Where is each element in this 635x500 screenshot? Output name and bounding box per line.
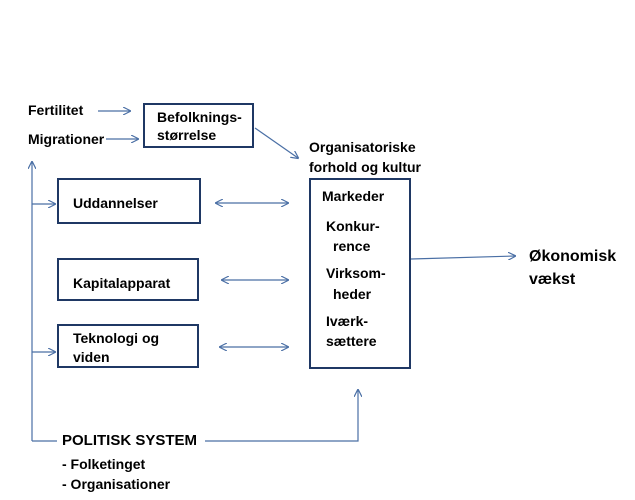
- politics-item-organisations: - Organisationer: [62, 476, 171, 492]
- technology-label-line1: Teknologi og: [73, 330, 160, 346]
- education-box: Uddannelser: [57, 178, 201, 224]
- growth-label-line1: Økonomisk: [529, 248, 617, 265]
- arrow-population-org: [254, 127, 298, 158]
- capital-label: Kapitalapparat: [73, 275, 171, 291]
- migration-label: Migrationer: [28, 131, 105, 147]
- arrow-org-growth: [410, 256, 515, 259]
- politics-item-parliament: - Folketinget: [62, 456, 146, 472]
- education-label: Uddannelser: [73, 195, 158, 211]
- org-box: Markeder Konkur- rence Virksom- heder Iv…: [309, 178, 411, 369]
- politics-title: POLITISK SYSTEM: [62, 432, 198, 449]
- org-item-markets: Markeder: [322, 188, 385, 204]
- growth-label-line2: vækst: [529, 271, 576, 288]
- org-item-entrepreneurs-line1: Iværk-: [326, 313, 369, 329]
- org-item-companies-line2: heder: [333, 286, 372, 302]
- org-item-entrepreneurs-line2: sættere: [326, 333, 377, 349]
- arrow-politics-org: [205, 390, 358, 442]
- population-box: Befolknings- størrelse: [143, 103, 254, 148]
- technology-label-line2: viden: [73, 349, 110, 365]
- org-item-companies-line1: Virksom-: [326, 265, 386, 281]
- population-label-line2: størrelse: [157, 127, 217, 143]
- capital-box: Kapitalapparat: [57, 258, 199, 301]
- org-title-line2: forhold og kultur: [309, 159, 421, 175]
- population-label-line1: Befolknings-: [157, 109, 242, 125]
- fertility-label: Fertilitet: [28, 102, 84, 118]
- org-item-competition-line2: rence: [333, 238, 371, 254]
- technology-box: Teknologi og viden: [57, 324, 199, 368]
- org-title-line1: Organisatoriske: [309, 139, 416, 155]
- org-item-competition-line1: Konkur-: [326, 218, 380, 234]
